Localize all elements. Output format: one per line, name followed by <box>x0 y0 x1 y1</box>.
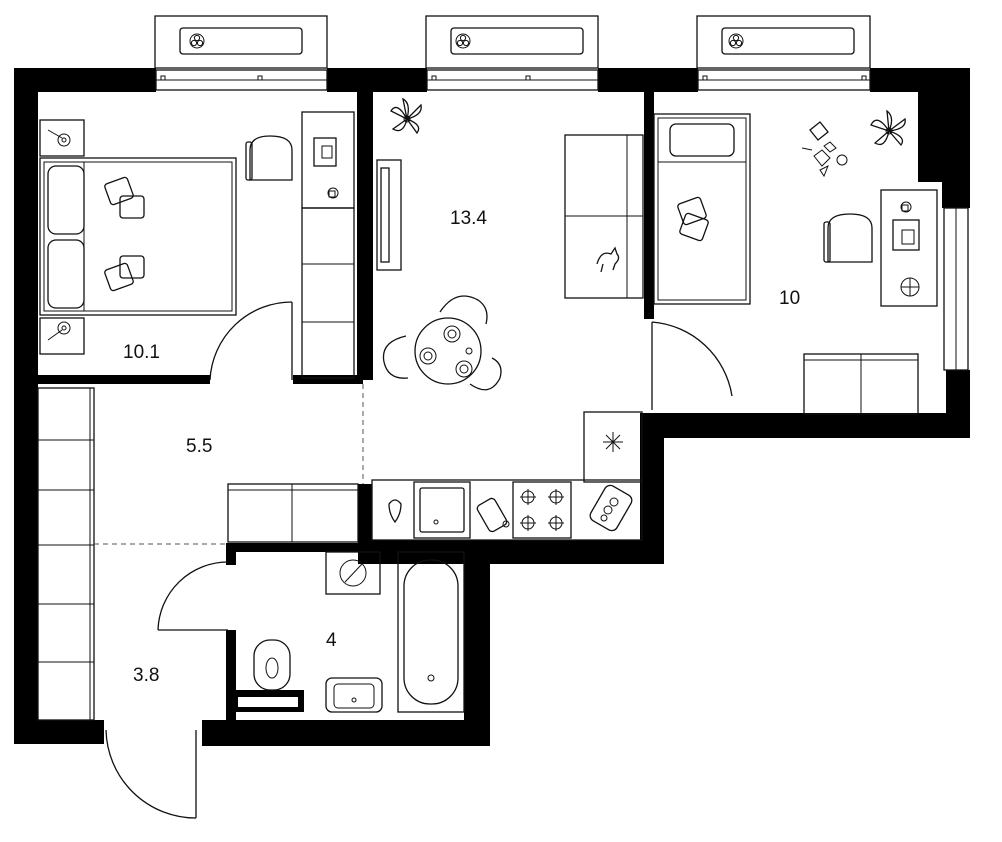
windows <box>155 69 969 371</box>
area-labels: 10.1 13.4 10 5.5 4 3.8 <box>123 208 800 686</box>
bathroom-fixtures <box>253 551 465 713</box>
snowflake-icon <box>603 432 623 452</box>
fan-icon <box>455 33 471 49</box>
room-area-hall: 5.5 <box>186 436 212 457</box>
ventilation-units <box>154 15 871 69</box>
room-area-bathroom: 4 <box>326 630 337 651</box>
room-area-entrance: 3.8 <box>133 665 159 686</box>
cat-icon <box>596 246 620 273</box>
plant-icon <box>870 109 906 147</box>
plant-icon <box>390 97 422 135</box>
toys-icon <box>801 121 848 178</box>
room-area-living-kitchen: 13.4 <box>450 208 487 229</box>
room-area-kids-room: 10 <box>779 288 800 309</box>
fan-icon <box>728 33 744 49</box>
walls <box>14 68 970 746</box>
kitchen <box>371 411 643 541</box>
room-area-bedroom: 10.1 <box>123 342 160 363</box>
hall-furniture <box>37 301 364 819</box>
living-furniture <box>376 97 733 410</box>
fan-icon <box>189 33 205 49</box>
kids-room-furniture <box>653 109 938 415</box>
bedroom-furniture <box>39 111 355 379</box>
